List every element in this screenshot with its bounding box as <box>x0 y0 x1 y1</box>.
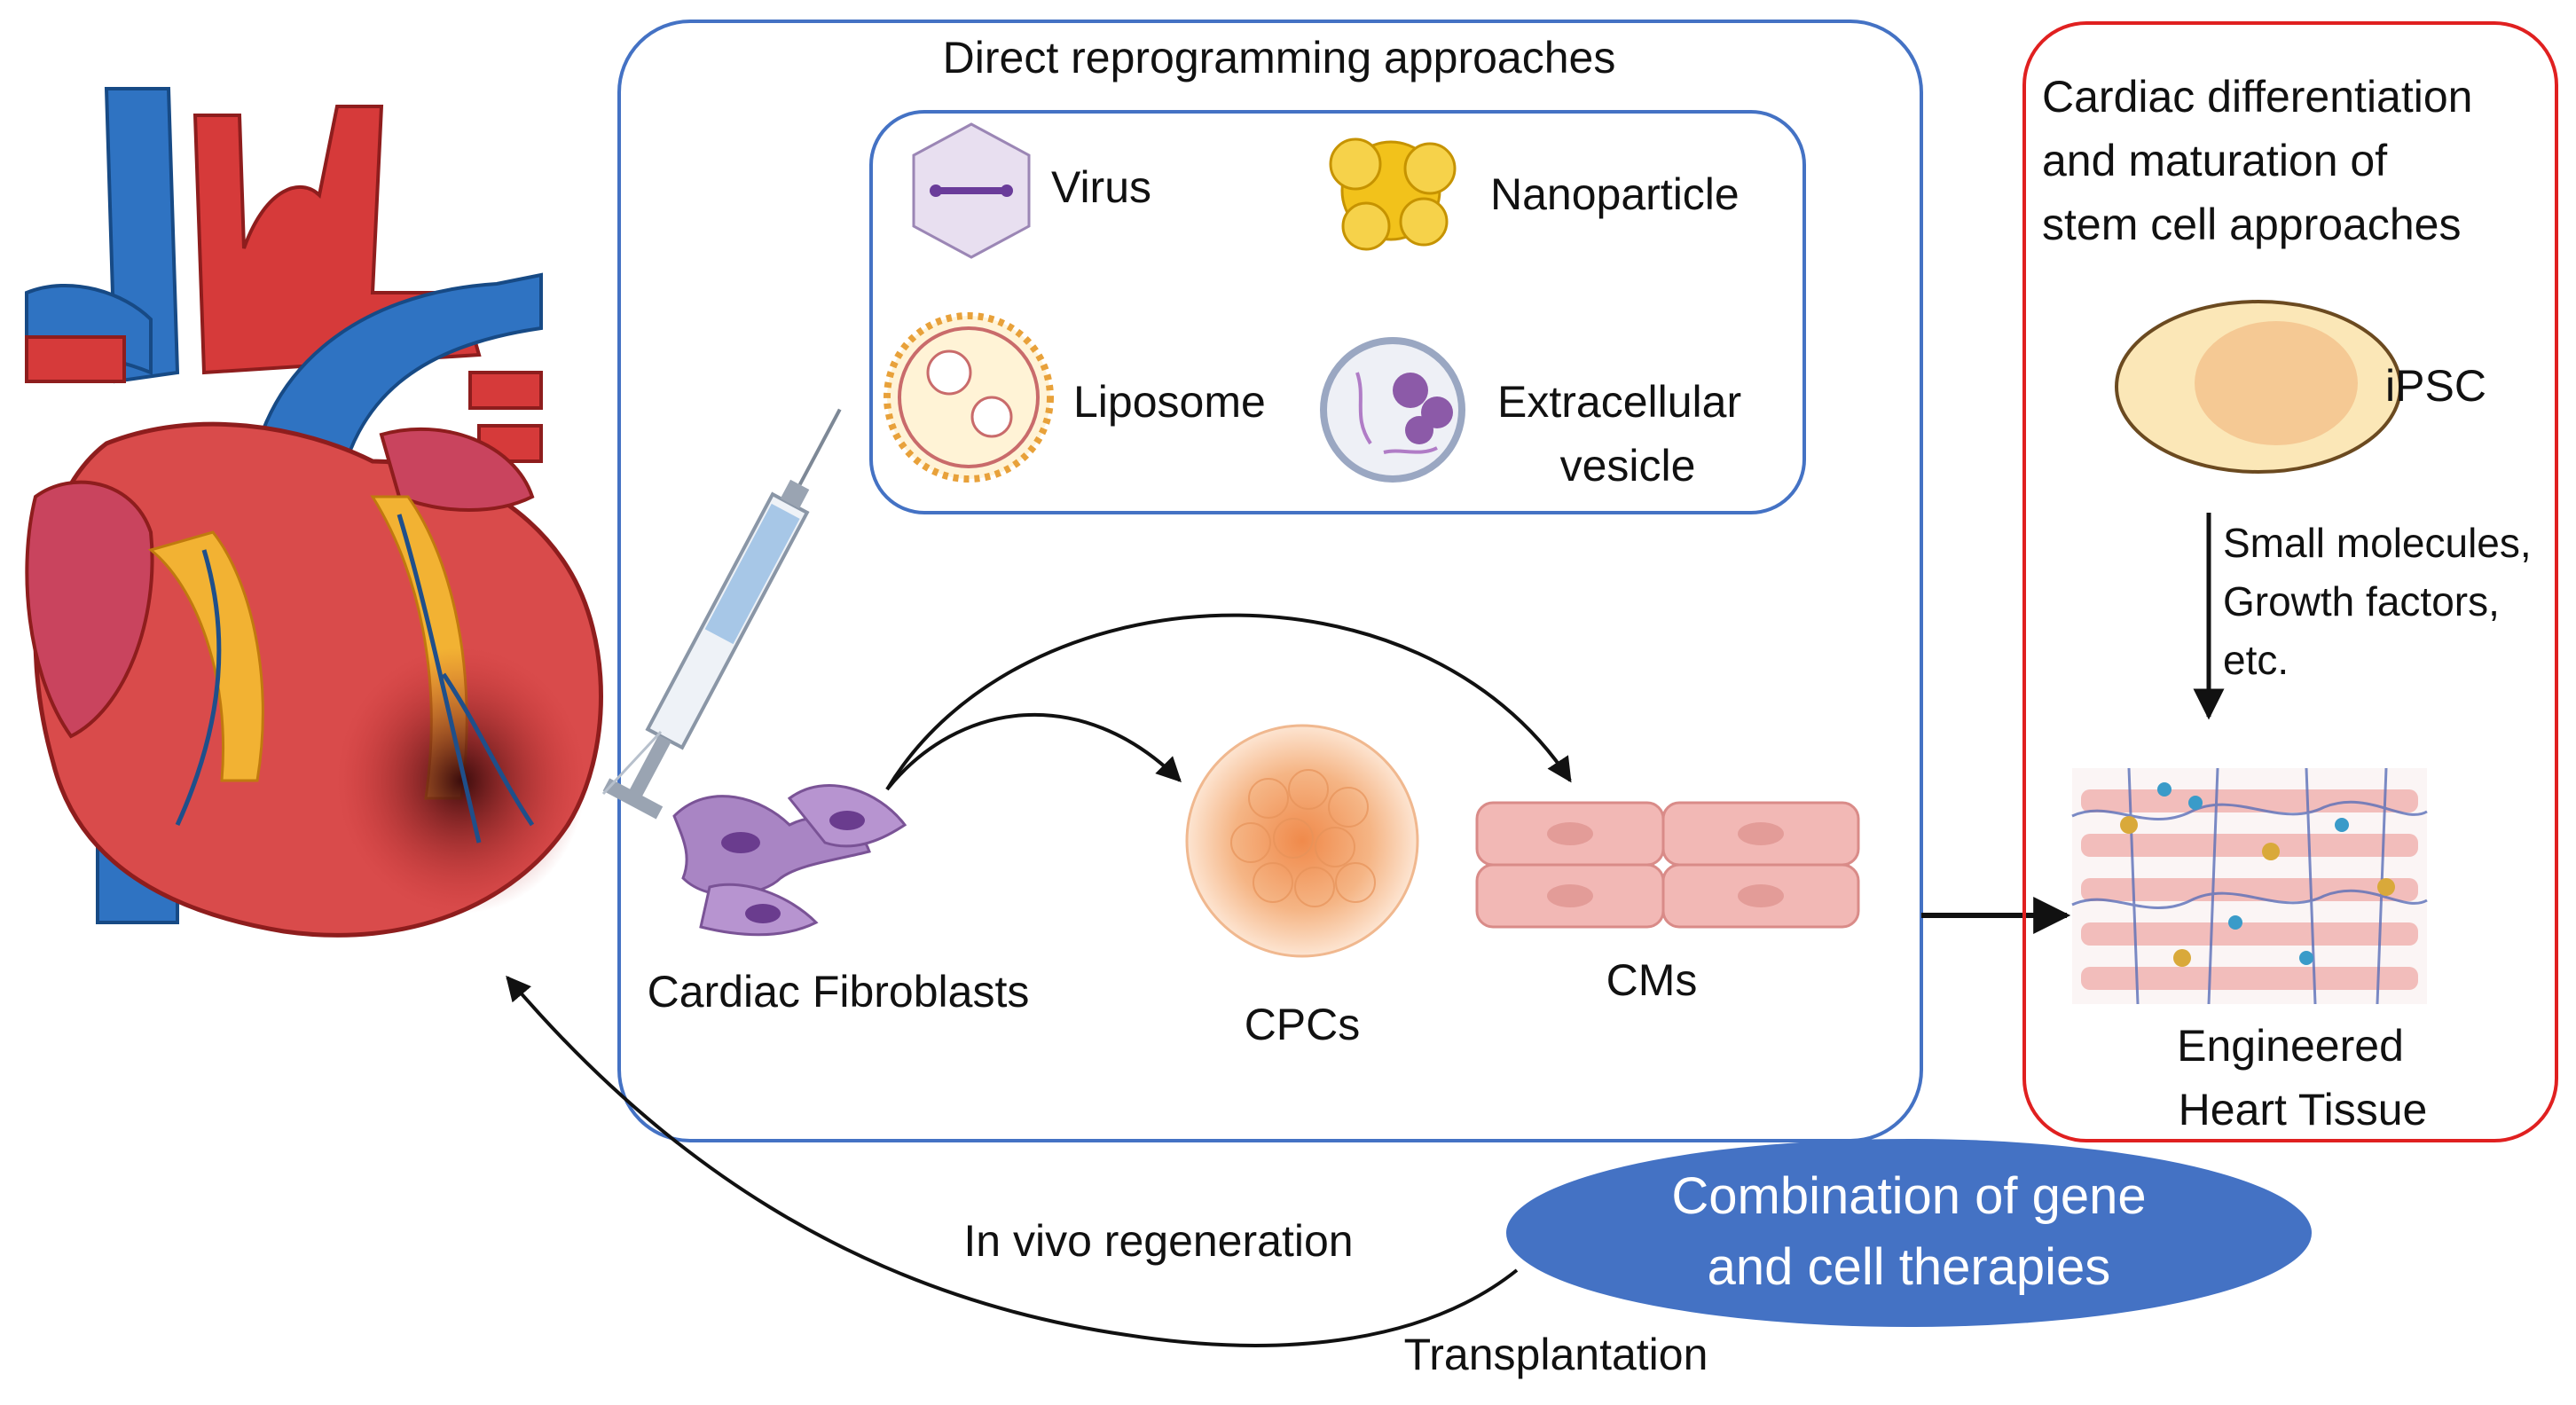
direct-panel-title: Direct reprogramming approaches <box>943 33 1616 82</box>
arrow-fibroblasts-to-cpcs <box>885 712 1182 791</box>
in-vivo-regeneration-label: In vivo regeneration <box>963 1216 1353 1266</box>
stem-panel-title-2: and maturation of <box>2042 136 2387 185</box>
syringe-injection-line <box>601 730 663 796</box>
cpcs-label: CPCs <box>1245 1000 1361 1049</box>
arrow-transplantation-to-heart <box>506 975 1519 1347</box>
ipsc-icon <box>2115 300 2402 474</box>
cardiac-fibroblasts-label: Cardiac Fibroblasts <box>648 967 1030 1016</box>
nanoparticle-icon <box>1329 137 1457 251</box>
eht-label-1: Engineered <box>2177 1021 2404 1071</box>
aorta-branch-left <box>25 335 126 383</box>
right-atrium <box>25 480 154 739</box>
cpcs-icon <box>1185 724 1419 958</box>
cardiac-fibroblasts-icon <box>672 784 907 937</box>
engineered-heart-tissue-icon <box>2071 767 2428 1005</box>
combination-label-1: Combination of gene <box>1671 1167 2146 1225</box>
combination-therapy-oval <box>1506 1139 2312 1327</box>
eht-label-2: Heart Tissue <box>2179 1085 2428 1134</box>
nanoparticle-label: Nanoparticle <box>1490 169 1740 219</box>
delivery-methods-box <box>869 110 1806 514</box>
stem-cell-panel <box>2022 21 2558 1142</box>
left-atrium <box>379 427 535 512</box>
factors-label-3: etc. <box>2223 637 2289 683</box>
stem-panel-title-3: stem cell approaches <box>2042 200 2461 249</box>
virus-icon <box>912 122 1031 259</box>
syringe-icon <box>602 408 842 820</box>
heart-illustration <box>25 87 603 938</box>
combination-label-2: and cell therapies <box>1708 1238 2111 1296</box>
liposome-label: Liposome <box>1073 377 1266 427</box>
infarct-zone <box>337 648 585 914</box>
liposome-icon <box>884 312 1054 483</box>
coronary-vessels <box>175 514 535 844</box>
ipsc-label: iPSC <box>2385 361 2486 411</box>
cms-icon <box>1475 801 1860 929</box>
virus-label: Virus <box>1051 162 1151 212</box>
extracellular-vesicle-label-1: Extracellular <box>1497 377 1741 427</box>
transplantation-label: Transplantation <box>1404 1330 1708 1379</box>
direct-reprogramming-panel <box>617 20 1923 1142</box>
extracellular-vesicle-label-2: vesicle <box>1560 441 1696 491</box>
extracellular-vesicle-icon <box>1320 337 1465 483</box>
factors-label-2: Growth factors, <box>2223 578 2500 624</box>
arrow-fibroblasts-to-cms <box>885 613 1572 791</box>
cms-label: CMs <box>1606 955 1698 1005</box>
factors-label-1: Small molecules, <box>2223 520 2532 566</box>
stem-panel-title-1: Cardiac differentiation <box>2042 72 2472 122</box>
